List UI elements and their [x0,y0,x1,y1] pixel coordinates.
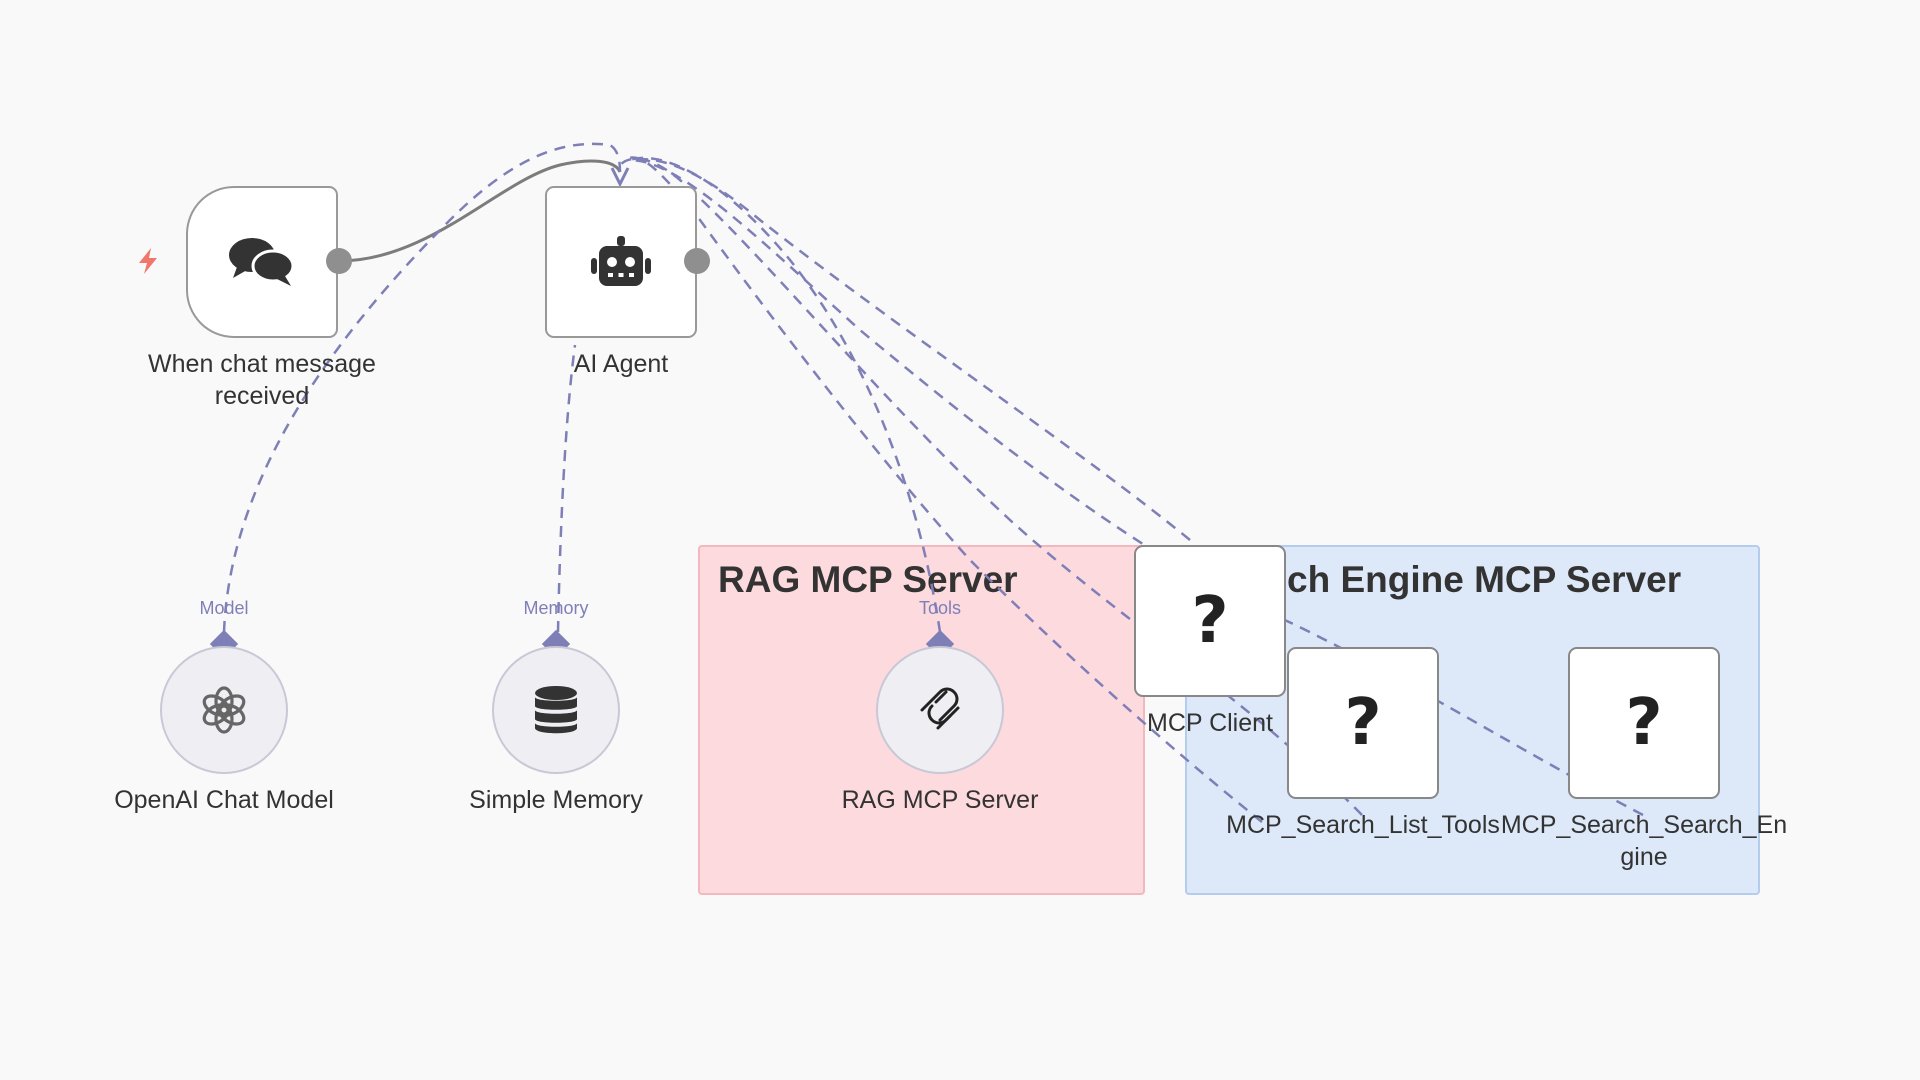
chat-bubbles-icon [229,238,295,286]
port-label-model: Model [199,598,249,618]
port-label-memory: Memory [523,598,589,618]
port-label-tools: Tools [918,598,962,618]
node-mcp-search-search-engine[interactable]: ? [1568,647,1720,799]
trigger-label: When chat message received [148,350,376,410]
trigger-output-handle[interactable] [326,248,352,274]
memory-connection [556,344,577,633]
node-openai-chat-model[interactable] [160,646,288,774]
database-icon [535,686,577,734]
agent-output-handle[interactable] [684,248,710,274]
node-ai-agent[interactable] [545,186,697,338]
robot-icon [591,236,651,286]
question-icon: ? [1344,686,1382,760]
mcp-client-label: MCP Client [1147,709,1273,737]
node-mcp-client[interactable]: ? [1134,545,1286,697]
openai-icon [202,686,246,734]
sticky-title-rag: RAG MCP Server [718,559,1018,600]
question-icon: ? [1191,584,1229,658]
list-tools-label: MCP_Search_List_Tools [1226,811,1500,839]
node-simple-memory[interactable] [492,646,620,774]
mcp-icon [920,687,960,730]
connection-arrowhead [610,167,630,188]
search-engine-label: MCP_Search_Search_En gine [1500,811,1788,871]
node-rag-mcp-server[interactable] [876,646,1004,774]
rag-server-label: RAG MCP Server [841,786,1039,814]
node-mcp-search-list-tools[interactable]: ? [1287,647,1439,799]
memory-label: Simple Memory [469,786,643,814]
agent-label: AI Agent [573,350,669,378]
question-icon: ? [1625,686,1663,760]
openai-label: OpenAI Chat Model [114,786,334,814]
trigger-bolt-icon [139,248,157,274]
node-chat-trigger[interactable] [186,186,338,338]
sticky-title-search-engine: ch Engine MCP Server [1287,559,1682,600]
